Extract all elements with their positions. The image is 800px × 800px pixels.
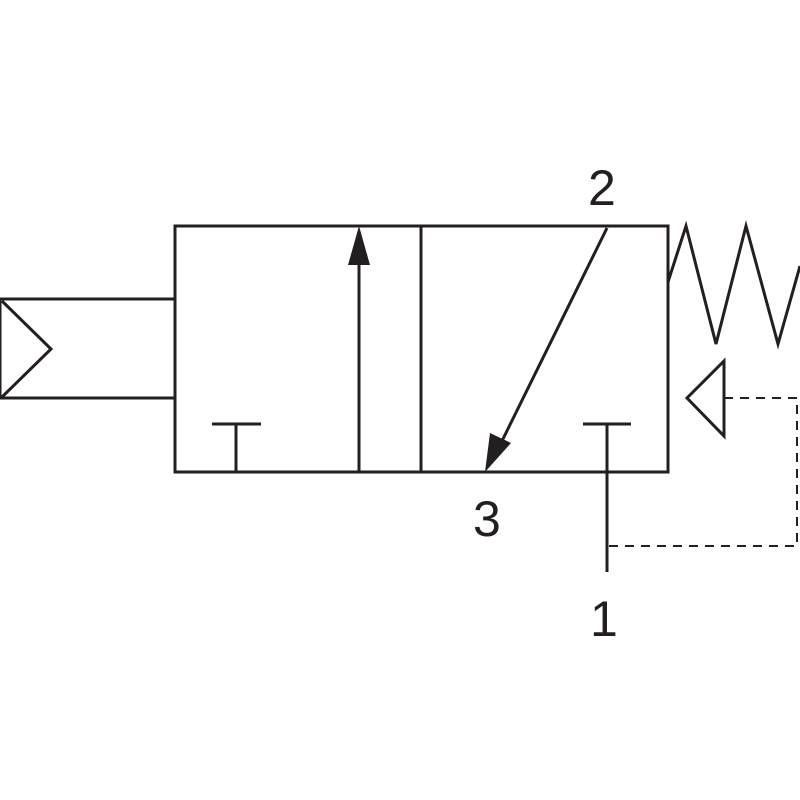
right-valve-box — [419, 224, 670, 474]
pilot-line-dashed — [607, 397, 798, 547]
left-box-contents — [212, 260, 421, 474]
return-spring — [666, 220, 800, 350]
pilot-line — [607, 397, 798, 547]
port-2-label: 2 — [588, 160, 616, 216]
left-flow-arrowhead — [348, 226, 370, 265]
right-pilot-triangle — [684, 357, 726, 440]
right-flow-arrowhead — [485, 433, 511, 472]
left-actuator — [0, 297, 175, 400]
valve-body — [173, 224, 670, 474]
right-box-contents — [498, 227, 631, 472]
left-actuator-triangle — [0, 299, 54, 399]
port-1-label: 1 — [590, 591, 618, 647]
left-actuator-body — [0, 297, 175, 400]
port-3-label: 3 — [473, 491, 501, 547]
left-valve-box — [173, 224, 423, 474]
right-flow-arrow-shaft — [498, 227, 609, 446]
